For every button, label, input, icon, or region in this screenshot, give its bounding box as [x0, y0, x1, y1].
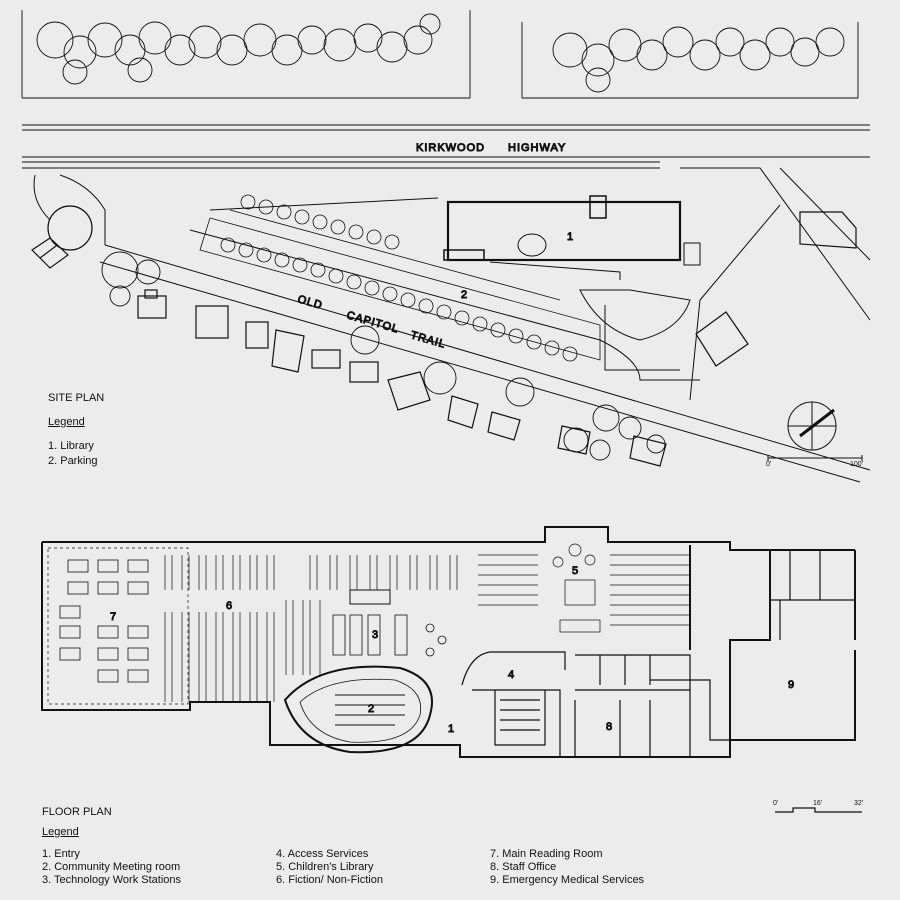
- room-number-tech: 3: [372, 629, 378, 641]
- reading-room-tables: [59, 559, 149, 683]
- site-roads: [33, 167, 871, 483]
- floor-legend-item: 6. Fiction/ Non-Fiction: [276, 874, 383, 886]
- kirkwood-highway: [22, 124, 870, 169]
- road-label-kirkwood: KIRKWOOD: [416, 142, 485, 154]
- meeting-room: [283, 665, 433, 754]
- surrounding-houses: [31, 205, 857, 467]
- floor-legend-item: 1. Entry: [42, 848, 80, 860]
- site-marker-parking: 2: [461, 289, 467, 301]
- north-arrow-icon: [787, 401, 837, 451]
- book-stacks: [164, 555, 458, 702]
- tech-workstations: [332, 614, 447, 657]
- floor-legend-heading: Legend: [42, 826, 79, 838]
- floor-legend-item: 5. Children's Library: [276, 861, 374, 873]
- floor-legend-item: 3. Technology Work Stations: [42, 874, 182, 886]
- room-number-childrens: 5: [572, 565, 578, 577]
- surrounding-trees: [101, 251, 666, 461]
- road-label-trail: TRAIL: [409, 329, 447, 351]
- floor-plan-title: FLOOR PLAN: [42, 806, 112, 818]
- floor-outer-walls: [41, 526, 856, 758]
- site-legend-item: 2. Parking: [48, 455, 98, 467]
- room-number-meeting: 2: [368, 703, 374, 715]
- room-number-reading: 7: [110, 611, 116, 623]
- room-number-access: 4: [508, 669, 514, 681]
- parking-lot: [199, 209, 601, 361]
- library-building: [443, 195, 701, 341]
- site-scale-bar: [767, 455, 863, 461]
- childrens-shelving: [478, 543, 690, 633]
- office-walls: [461, 550, 855, 757]
- road-label-old: OLD: [296, 293, 324, 312]
- floor-legend-item: 7. Main Reading Room: [490, 848, 603, 860]
- reading-room-zone: [47, 547, 189, 705]
- floor-scale-label: 32': [854, 800, 864, 807]
- site-legend-heading: Legend: [48, 416, 85, 428]
- site-plan-title: SITE PLAN: [48, 392, 105, 404]
- room-number-staff: 8: [606, 721, 612, 733]
- site-marker-library: 1: [567, 231, 573, 243]
- floor-scale-label: 16': [813, 800, 823, 807]
- room-number-ems: 9: [788, 679, 794, 691]
- site-plan: KIRKWOOD HIGHWAY OLD CAPITOL TRAIL 1 2: [21, 10, 871, 483]
- floor-scale-label: 0': [773, 800, 779, 807]
- parking-trees: [220, 194, 578, 362]
- site-legend-item: 1. Library: [48, 440, 94, 452]
- room-number-entry: 1: [448, 723, 454, 735]
- floor-legend-item: 2. Community Meeting room: [42, 861, 181, 873]
- floor-scale-bar: [775, 807, 862, 813]
- site-scale-start: 0': [766, 461, 772, 468]
- site-scale-end: 100': [850, 461, 864, 468]
- floor-legend-item: 4. Access Services: [276, 848, 369, 860]
- room-number-fiction: 6: [226, 600, 232, 612]
- tree-cluster-left: [21, 10, 471, 99]
- service-desk: [349, 589, 391, 605]
- floor-legend-item: 9. Emergency Medical Services: [490, 874, 645, 886]
- floor-legend-item: 8. Staff Office: [490, 861, 557, 873]
- room-number-labels: 1 2 3 4 5 6 7 8 9: [110, 565, 795, 736]
- road-label-highway: HIGHWAY: [508, 142, 566, 154]
- floor-plan: 1 2 3 4 5 6 7 8 9: [41, 526, 862, 813]
- tree-cluster-right: [521, 22, 859, 99]
